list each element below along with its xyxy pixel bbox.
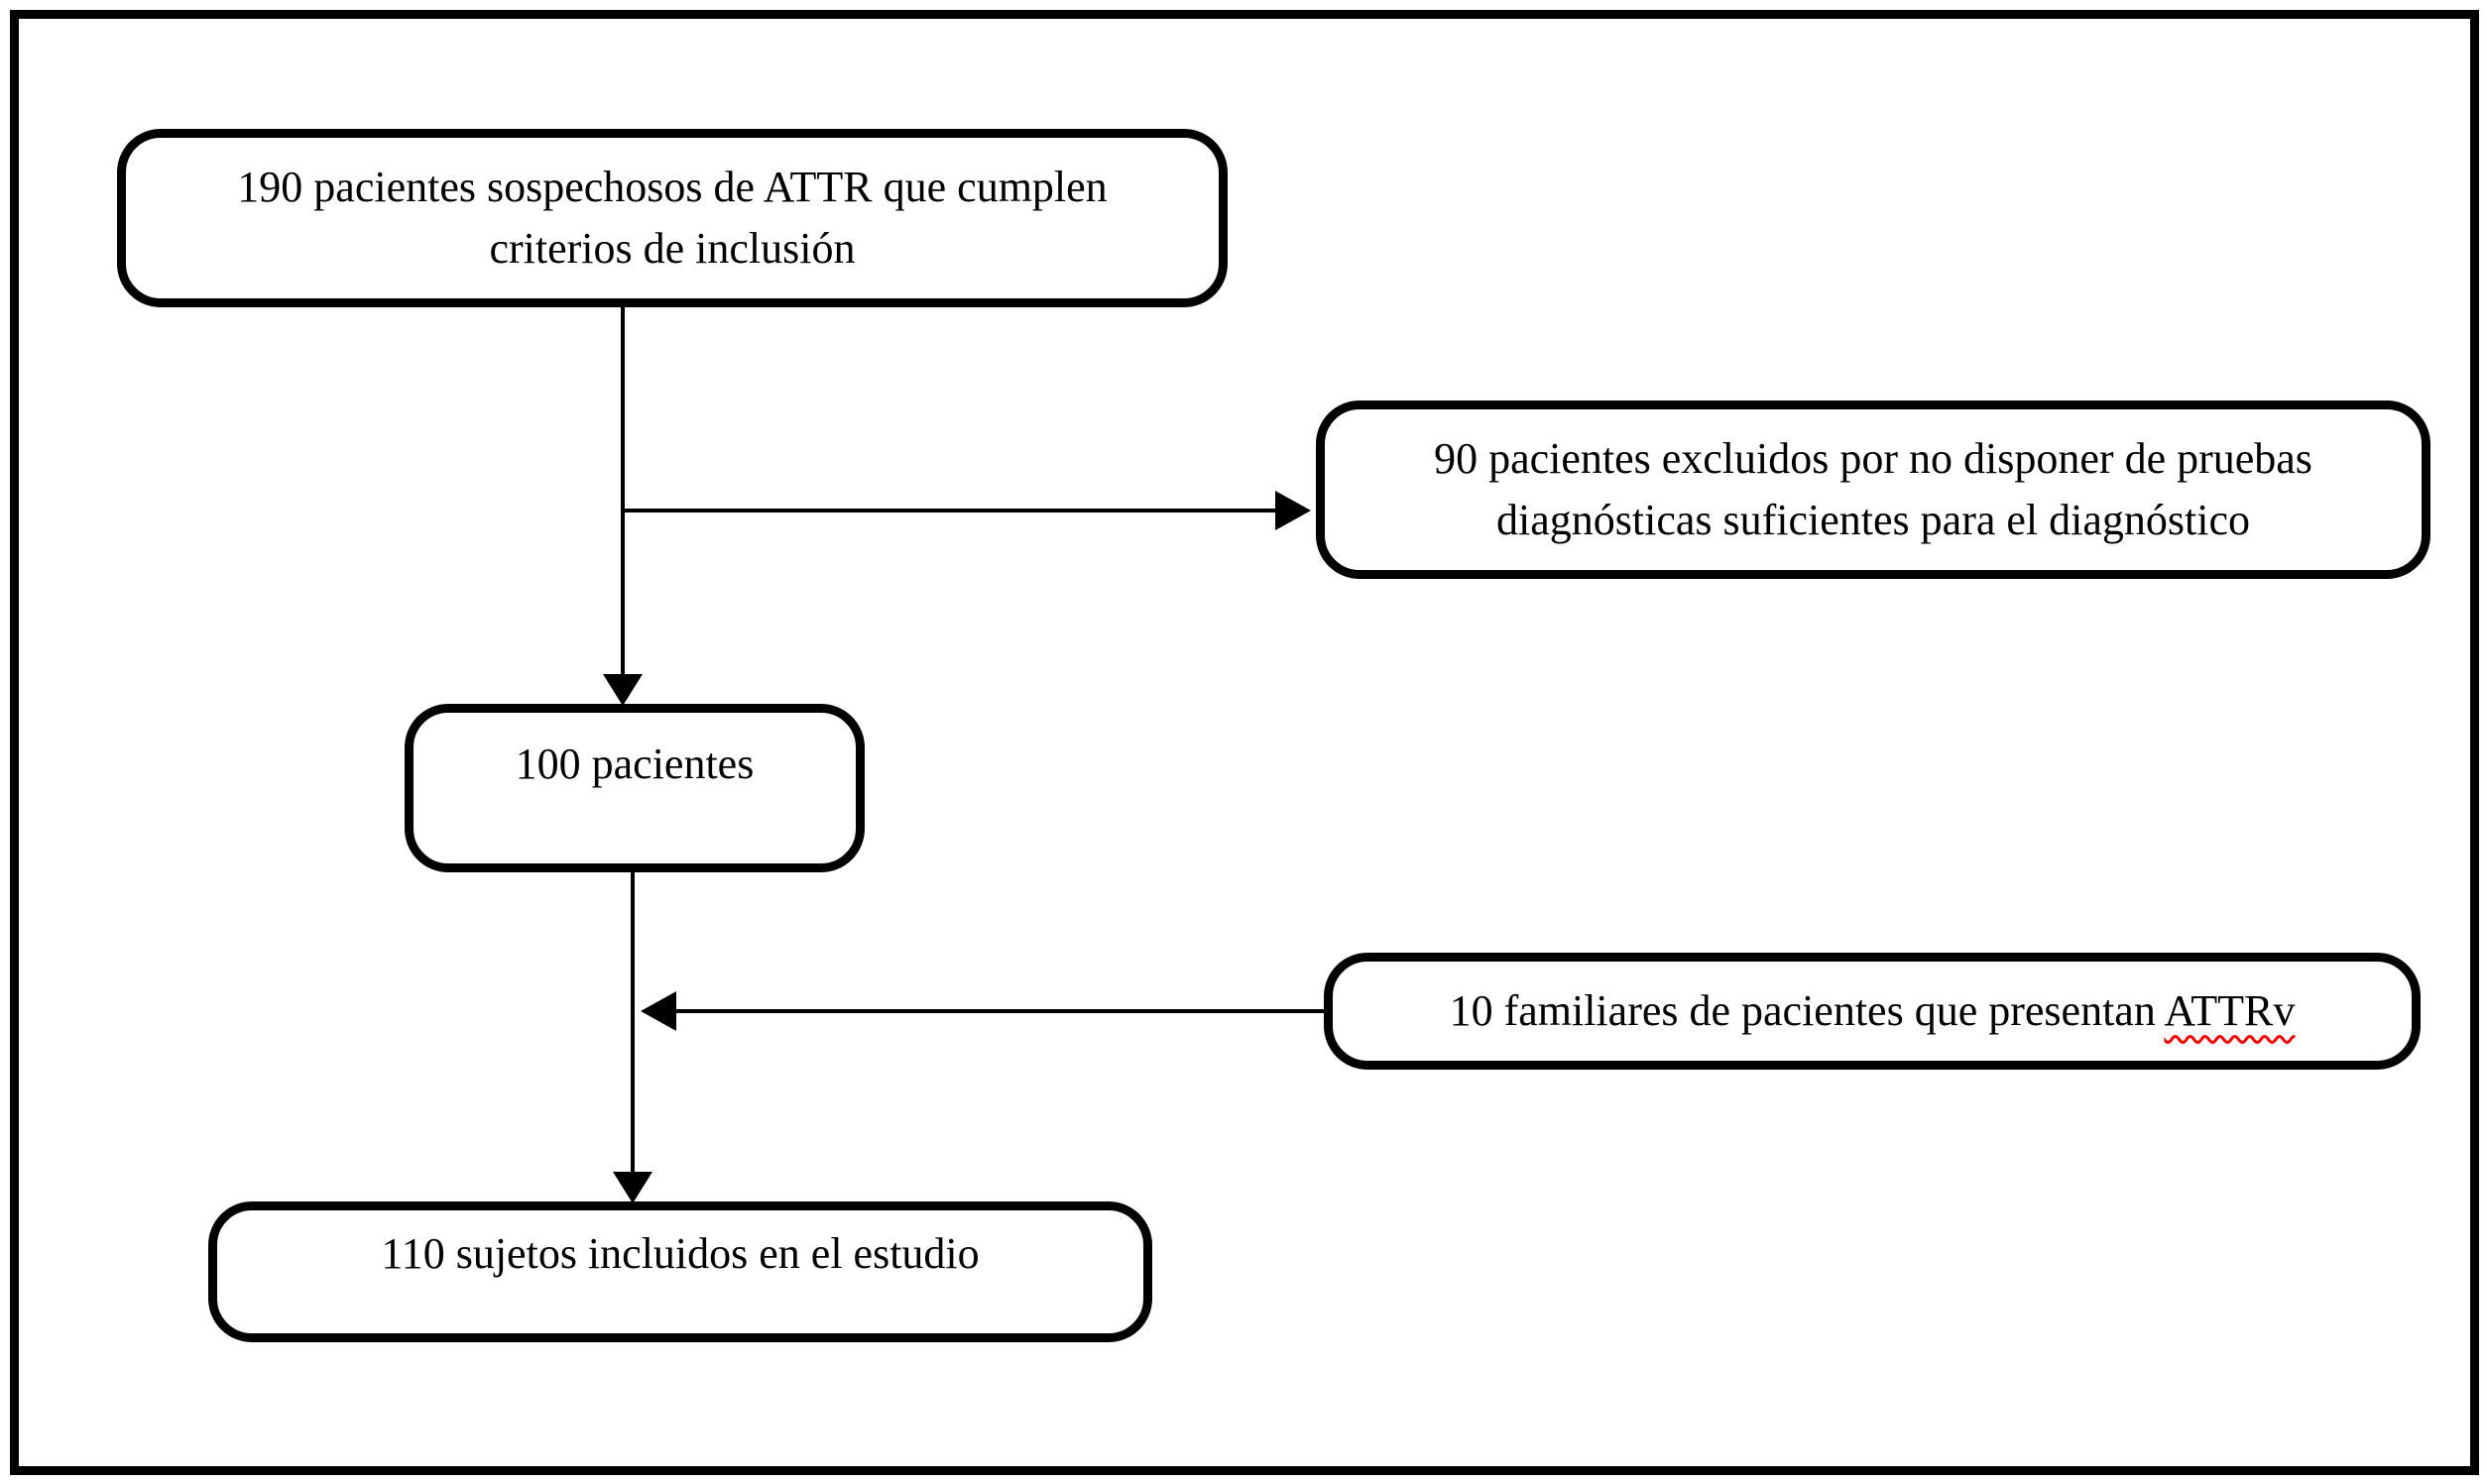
flow-box-100-patients-label: 100 pacientes [515, 739, 755, 788]
connector-branch-to-excluded-line [623, 509, 1277, 513]
flow-box-10-relatives-label: 10 familiares de pacientes que presentan… [1450, 980, 2296, 1042]
flow-box-190-suspected-label: 190 pacientes sospechosos de ATTR que cu… [237, 162, 1108, 273]
flow-box-110-included: 110 sujetos incluidos en el estudio [208, 1201, 1152, 1342]
connector-suspected-to-patients-line [621, 307, 625, 676]
connector-relatives-to-flow-line [674, 1009, 1324, 1013]
attrv-term-with-spellcheck-underline: ATTRv [2164, 985, 2296, 1035]
flow-box-90-excluded-label: 90 pacientes excluidos por no disponer d… [1434, 433, 2312, 544]
flow-box-190-suspected: 190 pacientes sospechosos de ATTR que cu… [117, 129, 1228, 307]
flow-box-10-relatives-text: 10 familiares de pacientes que presentan [1449, 985, 2165, 1035]
connector-patients-to-included-line [631, 872, 635, 1174]
arrowhead-down-into-included [613, 1172, 652, 1203]
flow-box-100-patients: 100 pacientes [405, 704, 865, 872]
arrowhead-left-into-flow [641, 991, 676, 1031]
arrowhead-down-into-patients [603, 674, 643, 706]
figure-border [10, 10, 2479, 1475]
flow-box-90-excluded: 90 pacientes excluidos por no disponer d… [1316, 400, 2430, 579]
flow-box-110-included-label: 110 sujetos incluidos en el estudio [381, 1228, 980, 1278]
arrowhead-right-into-excluded [1275, 491, 1311, 530]
flow-box-10-relatives: 10 familiares de pacientes que presentan… [1324, 953, 2421, 1070]
